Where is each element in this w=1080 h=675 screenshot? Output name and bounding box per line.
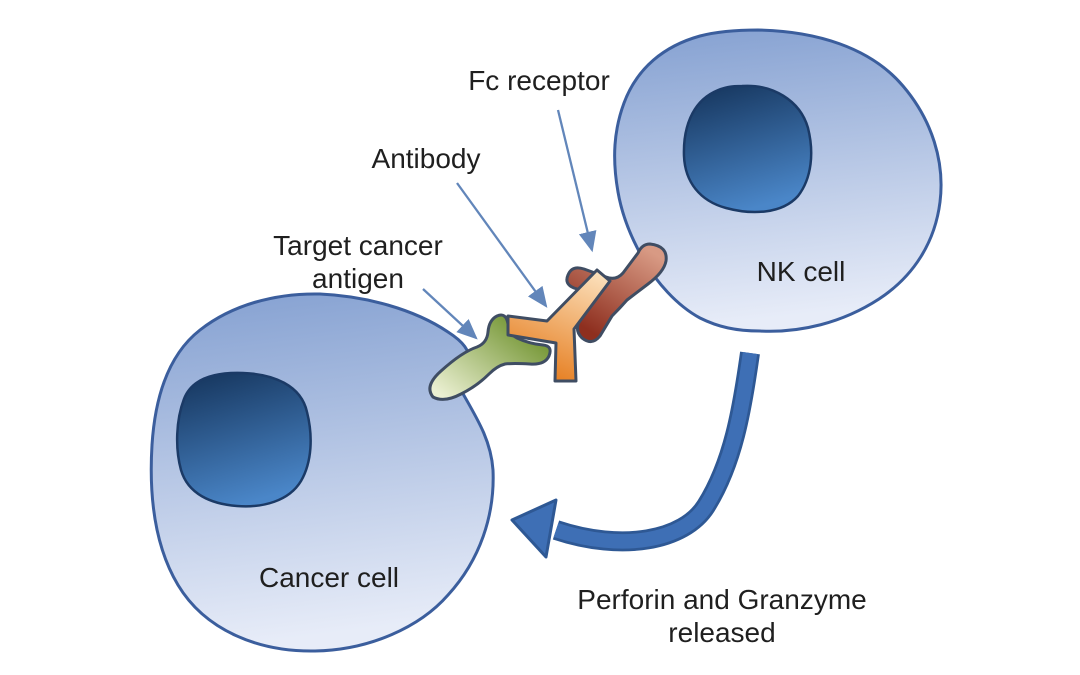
perforin-granzyme-label: Perforin and Granzyme released (577, 583, 866, 649)
release-arrowhead (510, 498, 558, 559)
nk-cell-nucleus (682, 84, 813, 214)
target-antigen-pointer-arrow (422, 288, 478, 340)
fc-receptor-label: Fc receptor (468, 65, 610, 96)
release-arrow-shaft (553, 351, 758, 549)
antibody-label: Antibody (371, 143, 481, 174)
perforin-granzyme-label-line1: Perforin and Granzyme (577, 584, 867, 615)
antibody-shape (506, 268, 612, 383)
target-cancer-antigen-shape (428, 313, 552, 401)
release-arrow-outline (552, 351, 760, 552)
cancer-cell-nucleus (175, 371, 312, 508)
nk-cell-label: NK cell (756, 256, 846, 287)
fc-receptor-pointer-arrow (556, 109, 597, 253)
target-cancer-antigen-label-line2: antigen (312, 263, 404, 294)
antibody-pointer-arrow (456, 182, 548, 308)
target-cancer-antigen-label-line1: Target cancer (273, 230, 443, 261)
perforin-granzyme-label-line2: released (668, 617, 776, 648)
target-cancer-antigen-label: Target cancer antigen (273, 229, 443, 295)
cancer-cell-label: Cancer cell (258, 562, 400, 593)
